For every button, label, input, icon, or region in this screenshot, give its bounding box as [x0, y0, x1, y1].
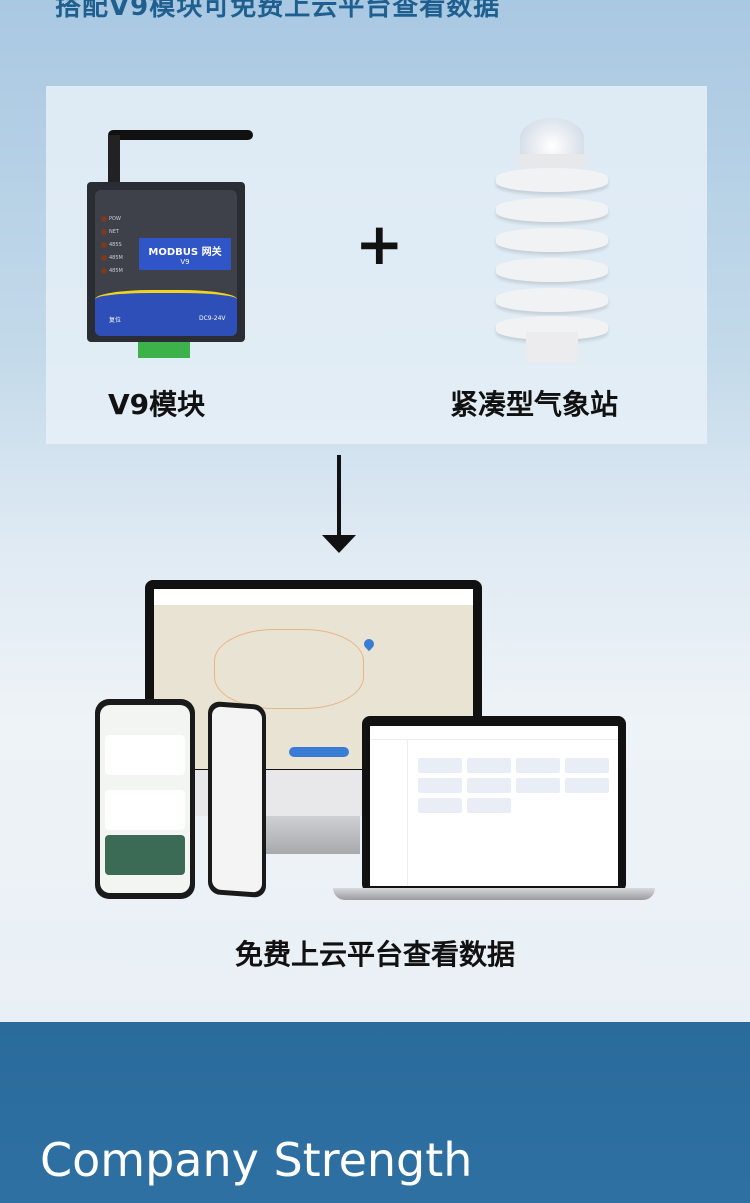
plus-sign: +: [355, 210, 404, 278]
led-pow: POW: [101, 216, 129, 222]
dashboard-screen: [370, 726, 618, 886]
station-caption: 紧凑型气象站: [450, 388, 619, 421]
led-485m-2: 485M: [101, 268, 129, 274]
monitor-stand: [265, 816, 360, 854]
gateway-caption: V9模块: [108, 388, 206, 421]
led-485m: 485M: [101, 255, 129, 261]
phone-app-image: [95, 699, 195, 899]
v9-gateway-image: POW NET 485S 485M 485M MODBUS 网关 V9 复位 D…: [87, 182, 245, 342]
antenna: [108, 130, 253, 140]
weather-station-image: [496, 118, 608, 368]
terminal-block: [138, 342, 190, 358]
company-strength-heading: Company Strength: [40, 1133, 473, 1187]
antenna-post: [108, 135, 120, 185]
page-title: 搭配V9模块可免费上云平台查看数据: [55, 0, 501, 22]
led-net: NET: [101, 229, 129, 235]
gateway-label: MODBUS 网关 V9: [139, 238, 231, 270]
cloud-caption: 免费上云平台查看数据: [234, 938, 515, 971]
led-485s: 485S: [101, 242, 129, 248]
arrow-down-icon: [337, 455, 341, 540]
company-band: [0, 1022, 750, 1203]
laptop: [362, 716, 626, 892]
phone-device-image: [208, 700, 266, 899]
